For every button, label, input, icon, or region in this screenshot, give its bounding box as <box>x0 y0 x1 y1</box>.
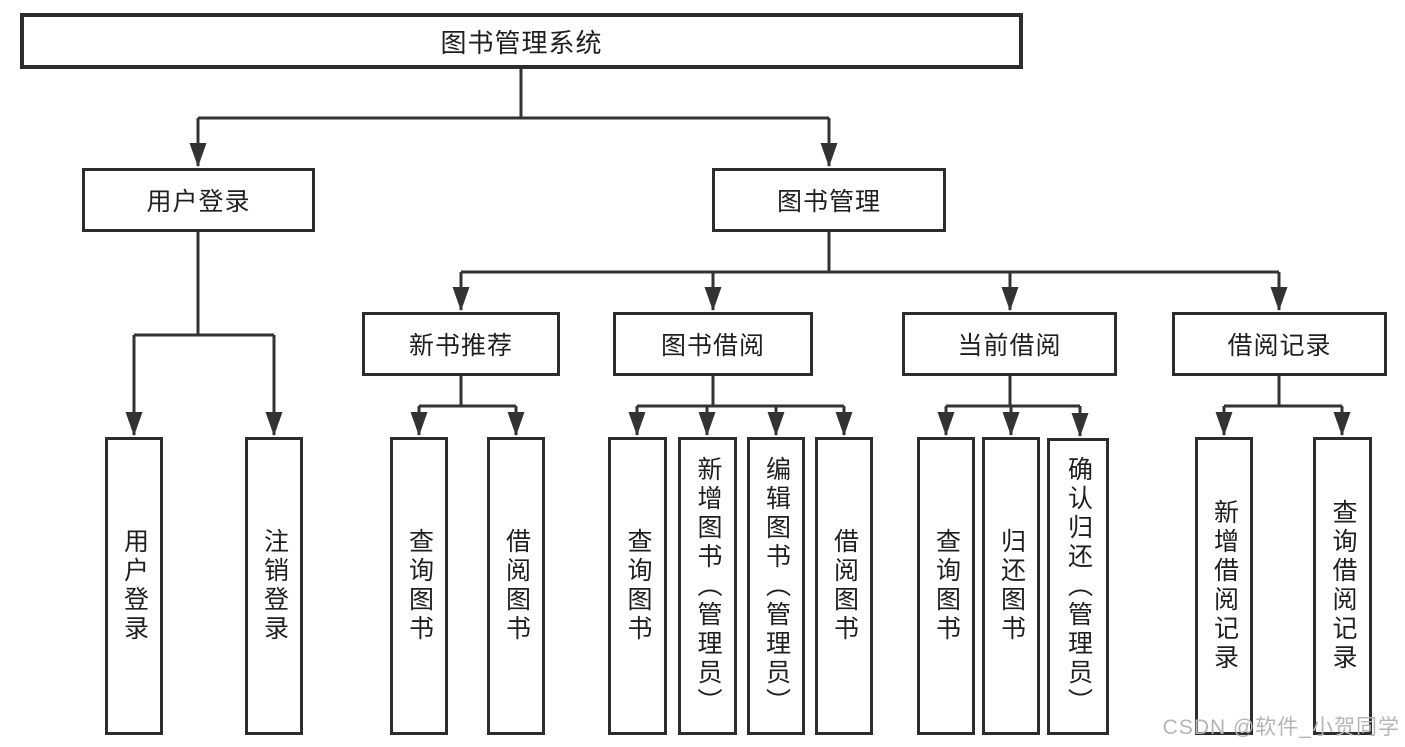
leaf-label: 注销登录 <box>260 528 289 644</box>
leaf-add-book-admin: 新增图书（管理员） <box>678 437 737 735</box>
node-label: 图书借阅 <box>660 332 765 360</box>
leaf-label: 确认归还（管理员） <box>1064 456 1093 717</box>
leaf-label: 新增借阅记录 <box>1210 499 1239 673</box>
leaf-label: 新增图书（管理员） <box>694 455 722 717</box>
leaf-query-books-recommend: 查询图书 <box>390 437 448 735</box>
leaf-query-books-current: 查询图书 <box>917 437 975 735</box>
leaf-user-login: 用户登录 <box>105 437 163 735</box>
node-label: 图书管理 <box>776 188 881 216</box>
leaf-label: 查询借阅记录 <box>1329 499 1357 673</box>
node-current-borrowing: 当前借阅 <box>902 312 1117 376</box>
csdn-watermark: CSDN @软件_小贺同学 <box>1162 716 1400 739</box>
leaf-query-books-borrowing: 查询图书 <box>608 437 667 735</box>
node-label: 当前借阅 <box>957 332 1062 360</box>
node-label: 图书管理系统 <box>440 27 603 58</box>
node-new-book-recommend: 新书推荐 <box>362 312 560 376</box>
leaf-edit-book-admin: 编辑图书（管理员） <box>747 437 805 735</box>
node-library-management-system: 图书管理系统 <box>20 13 1023 69</box>
leaf-label: 归还图书 <box>997 528 1026 644</box>
leaf-label: 借阅图书 <box>830 528 859 644</box>
leaf-add-borrow-record: 新增借阅记录 <box>1195 437 1253 735</box>
leaf-label: 查询图书 <box>405 528 434 644</box>
node-user-login: 用户登录 <box>82 168 315 232</box>
node-borrowing-records: 借阅记录 <box>1172 312 1387 376</box>
leaf-logout: 注销登录 <box>245 437 303 735</box>
node-label: 新书推荐 <box>408 332 513 360</box>
leaf-borrow-books-recommend: 借阅图书 <box>487 437 545 735</box>
leaf-label: 查询图书 <box>932 528 961 644</box>
leaf-borrow-books-borrowing: 借阅图书 <box>815 437 873 735</box>
leaf-confirm-return-admin: 确认归还（管理员） <box>1047 438 1109 735</box>
leaf-query-borrow-record: 查询借阅记录 <box>1313 437 1372 735</box>
node-label: 借阅记录 <box>1227 332 1332 360</box>
node-book-borrowing: 图书借阅 <box>613 312 813 376</box>
node-label: 用户登录 <box>146 188 251 216</box>
node-book-management: 图书管理 <box>712 168 946 232</box>
leaf-label: 编辑图书（管理员） <box>762 455 791 717</box>
leaf-return-books: 归还图书 <box>982 437 1040 735</box>
leaf-label: 用户登录 <box>120 528 149 644</box>
leaf-label: 查询图书 <box>624 528 652 644</box>
leaf-label: 借阅图书 <box>502 528 531 644</box>
